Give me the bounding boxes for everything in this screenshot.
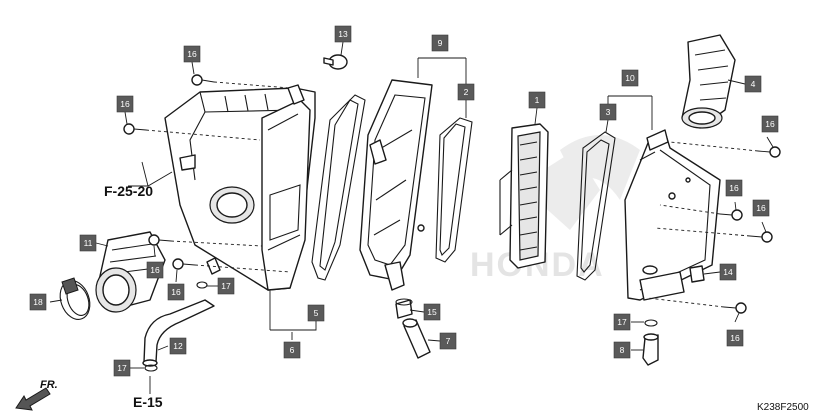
- svg-text:17: 17: [617, 317, 627, 327]
- callout-18[interactable]: 18: [29, 293, 47, 311]
- svg-text:2: 2: [464, 87, 469, 97]
- svg-text:3: 3: [606, 107, 611, 117]
- svg-text:16: 16: [171, 287, 181, 297]
- leader-lines: [49, 41, 774, 394]
- callout-15[interactable]: 15: [423, 303, 441, 321]
- svg-text:16: 16: [150, 265, 160, 275]
- svg-text:11: 11: [84, 238, 93, 248]
- connecting-tube: [95, 231, 166, 313]
- air-filter-element: [499, 123, 549, 269]
- svg-text:16: 16: [730, 333, 740, 343]
- callout-16-a[interactable]: 16: [183, 45, 201, 63]
- clip-14: [689, 265, 705, 283]
- ref-f-25-20: F-25-20: [104, 183, 153, 199]
- ref-e-15: E-15: [133, 394, 163, 410]
- svg-text:4: 4: [751, 79, 756, 89]
- callout-11[interactable]: 11: [79, 234, 97, 252]
- front-direction-arrow: FR.: [15, 379, 58, 411]
- callout-17-b[interactable]: 17: [113, 359, 131, 377]
- callout-5[interactable]: 5: [307, 304, 325, 322]
- callout-16-e[interactable]: 16: [761, 115, 779, 133]
- callout-3[interactable]: 3: [599, 103, 617, 121]
- element-holder: [359, 79, 433, 291]
- svg-text:16: 16: [187, 49, 197, 59]
- svg-text:1: 1: [535, 95, 540, 105]
- svg-text:5: 5: [314, 308, 319, 318]
- callout-7[interactable]: 7: [439, 332, 457, 350]
- callout-2[interactable]: 2: [457, 83, 475, 101]
- svg-text:8: 8: [620, 345, 625, 355]
- callout-16-g[interactable]: 16: [752, 199, 770, 217]
- svg-text:10: 10: [625, 73, 635, 83]
- callout-4[interactable]: 4: [744, 75, 762, 93]
- front-direction-label: FR.: [40, 379, 58, 391]
- intake-duct: [681, 34, 736, 129]
- gasket-5: [311, 94, 366, 281]
- gasket-3: [576, 131, 616, 281]
- drain-tube: [142, 299, 215, 367]
- callout-10[interactable]: 10: [621, 69, 639, 87]
- callout-14[interactable]: 14: [719, 263, 737, 281]
- callout-8[interactable]: 8: [613, 341, 631, 359]
- callout-16-d[interactable]: 16: [167, 283, 185, 301]
- svg-text:16: 16: [120, 99, 130, 109]
- svg-text:16: 16: [765, 119, 775, 129]
- callout-12[interactable]: 12: [169, 337, 187, 355]
- drawing-code: K238F2500: [757, 402, 809, 413]
- gasket-2: [435, 117, 473, 263]
- bolt-13: [323, 54, 348, 70]
- svg-text:18: 18: [33, 297, 43, 307]
- svg-text:12: 12: [173, 341, 183, 351]
- svg-text:16: 16: [729, 183, 739, 193]
- brand-watermark: HONDA: [470, 135, 640, 284]
- callout-6[interactable]: 6: [283, 341, 301, 359]
- svg-text:9: 9: [438, 38, 443, 48]
- svg-text:14: 14: [723, 267, 733, 277]
- callout-17-c[interactable]: 17: [613, 313, 631, 331]
- drain-cap-7: [402, 318, 431, 359]
- drain-plug: [642, 333, 659, 366]
- clips-17: [144, 281, 658, 372]
- callout-16-f[interactable]: 16: [725, 179, 743, 197]
- callout-16-b[interactable]: 16: [116, 95, 134, 113]
- svg-text:16: 16: [756, 203, 766, 213]
- callout-16-h[interactable]: 16: [726, 329, 744, 347]
- callout-17-a[interactable]: 17: [217, 277, 235, 295]
- callout-13[interactable]: 13: [334, 25, 352, 43]
- callout-16-c[interactable]: 16: [146, 261, 164, 279]
- svg-text:7: 7: [446, 336, 451, 346]
- callout-9[interactable]: 9: [431, 34, 449, 52]
- svg-text:17: 17: [117, 363, 127, 373]
- assembly-lines: [145, 81, 759, 308]
- svg-text:6: 6: [290, 345, 295, 355]
- screws-16: [123, 74, 781, 314]
- drain-plug-15: [395, 298, 413, 319]
- svg-text:15: 15: [427, 307, 437, 317]
- air-cleaner-cover: [624, 129, 721, 301]
- svg-text:17: 17: [221, 281, 231, 291]
- hose-band: [59, 277, 91, 320]
- svg-text:13: 13: [338, 29, 348, 39]
- callout-1[interactable]: 1: [528, 91, 546, 109]
- air-cleaner-case: [164, 84, 316, 291]
